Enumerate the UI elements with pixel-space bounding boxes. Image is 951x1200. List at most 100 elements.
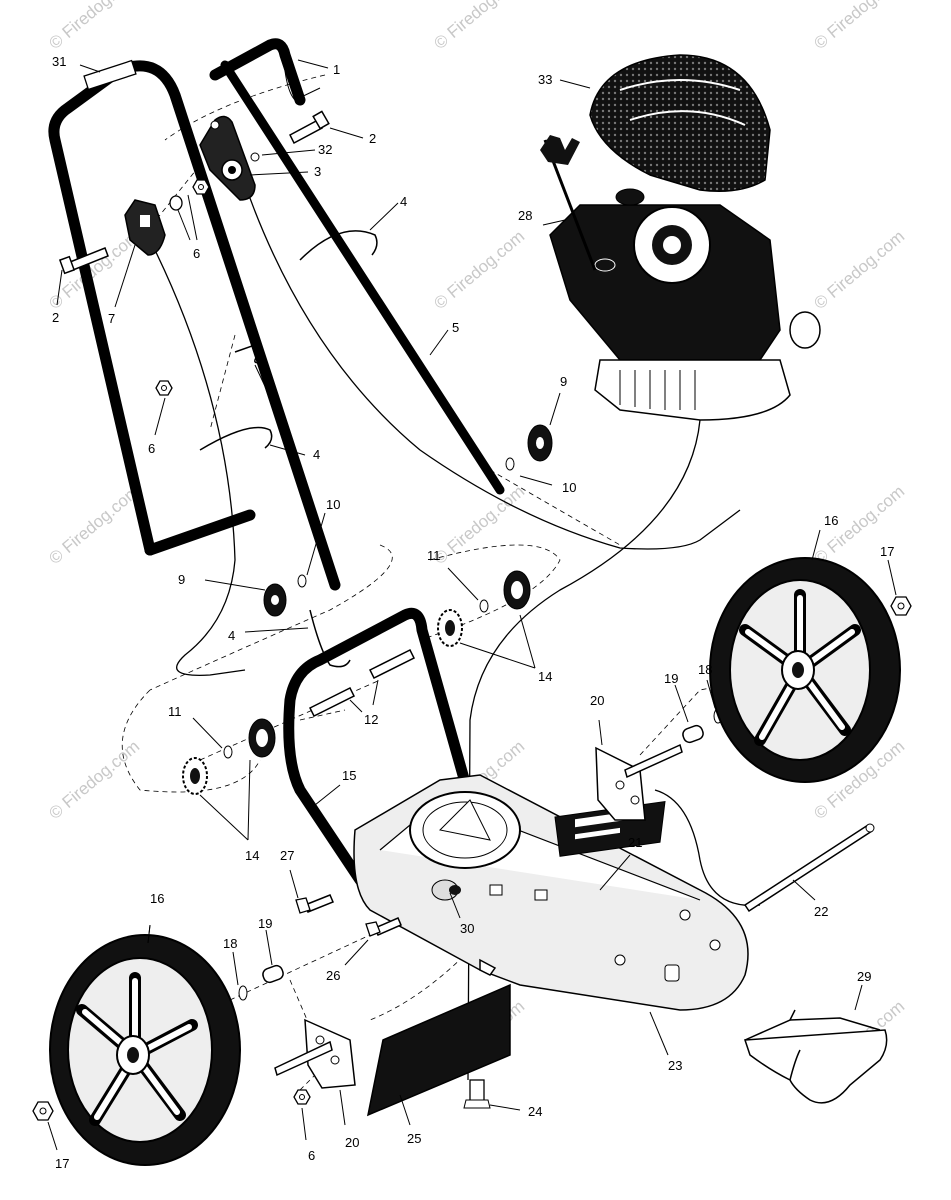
callout-18: 18 bbox=[698, 662, 712, 677]
handle-front-bar bbox=[209, 38, 306, 106]
wheel-nut bbox=[32, 1101, 54, 1121]
callout-17: 17 bbox=[880, 544, 894, 559]
engine-cover bbox=[589, 54, 771, 192]
wheel-gear bbox=[263, 583, 287, 617]
drive-gear bbox=[182, 757, 208, 795]
callout-19: 19 bbox=[664, 671, 678, 686]
hex-bolt bbox=[295, 894, 334, 914]
cable-clip bbox=[199, 426, 273, 451]
callout-30: 30 bbox=[460, 921, 474, 936]
leader-lines bbox=[47, 59, 897, 1151]
carriage-bolt bbox=[308, 686, 356, 718]
callout-21: 21 bbox=[628, 835, 642, 850]
callout-27: 27 bbox=[280, 848, 294, 863]
callout-9: 9 bbox=[178, 572, 185, 587]
drive-pinion bbox=[503, 570, 531, 610]
washer bbox=[297, 574, 307, 588]
hex-bolt bbox=[365, 917, 402, 937]
watermark: © Firedog.com bbox=[430, 227, 528, 313]
wheel-gear bbox=[527, 424, 553, 462]
control-lever bbox=[124, 199, 166, 256]
callout-16: 16 bbox=[824, 513, 838, 528]
callouts: 1 2 2 3 4 4 4 5 6 6 6 7 8 9 9 10 10 11 1… bbox=[52, 54, 894, 1171]
mower-deck bbox=[353, 774, 749, 1011]
throttle-control-bracket bbox=[199, 115, 256, 201]
carriage-bolt bbox=[368, 648, 416, 680]
callout-11: 11 bbox=[168, 704, 182, 719]
callout-20: 20 bbox=[590, 693, 604, 708]
callout-1: 1 bbox=[333, 62, 340, 77]
callout-2: 2 bbox=[52, 310, 59, 325]
callout-9: 9 bbox=[560, 374, 567, 389]
throttle-cable bbox=[239, 169, 741, 550]
watermark: © Firedog.com bbox=[810, 0, 908, 53]
axle-plate bbox=[595, 743, 683, 821]
callout-4: 4 bbox=[313, 447, 320, 462]
wheel bbox=[49, 934, 241, 1166]
debris-flap bbox=[366, 983, 511, 1117]
callout-8: 8 bbox=[273, 402, 280, 417]
warning-label bbox=[83, 59, 137, 91]
hex-nut bbox=[155, 380, 173, 396]
hex-nut bbox=[169, 195, 183, 211]
hex-bolt bbox=[58, 247, 109, 275]
callout-22: 22 bbox=[814, 904, 828, 919]
height-knob bbox=[449, 885, 461, 895]
callout-5: 5 bbox=[452, 320, 459, 335]
drive-gear bbox=[437, 609, 463, 647]
watermark: © Firedog.com bbox=[45, 0, 143, 53]
engine bbox=[540, 135, 821, 421]
blade-bolt bbox=[463, 1079, 491, 1109]
cable-clip bbox=[299, 230, 378, 261]
watermark: © Firedog.com bbox=[45, 482, 143, 568]
control-cable bbox=[149, 239, 246, 676]
axle-plate bbox=[274, 1018, 356, 1089]
callout-4: 4 bbox=[228, 628, 235, 643]
cable-rod bbox=[220, 60, 505, 495]
callout-20: 20 bbox=[345, 1135, 359, 1150]
callout-31: 31 bbox=[52, 54, 66, 69]
washer bbox=[238, 985, 248, 1001]
callout-19: 19 bbox=[258, 916, 272, 931]
callout-11: 11 bbox=[427, 548, 441, 563]
callout-14: 14 bbox=[538, 669, 552, 684]
callout-7: 7 bbox=[108, 311, 115, 326]
callout-10: 10 bbox=[326, 497, 340, 512]
drive-pinion bbox=[248, 718, 276, 758]
callout-6: 6 bbox=[148, 441, 155, 456]
hex-bolt bbox=[289, 110, 330, 145]
callout-6: 6 bbox=[308, 1148, 315, 1163]
watermark: © Firedog.com bbox=[45, 737, 143, 823]
callout-2: 2 bbox=[369, 131, 376, 146]
axle-rod bbox=[743, 823, 874, 913]
callout-12: 12 bbox=[364, 712, 378, 727]
hex-nut bbox=[192, 179, 210, 195]
washer bbox=[505, 457, 515, 471]
callout-26: 26 bbox=[326, 968, 340, 983]
wheel-spacer bbox=[682, 724, 704, 744]
callout-33: 33 bbox=[538, 72, 552, 87]
callout-18: 18 bbox=[223, 936, 237, 951]
callout-32: 32 bbox=[318, 142, 332, 157]
callout-17: 17 bbox=[55, 1156, 69, 1171]
callout-29: 29 bbox=[857, 969, 871, 984]
callout-28: 28 bbox=[518, 208, 532, 223]
callout-10: 10 bbox=[562, 480, 576, 495]
callout-4: 4 bbox=[400, 194, 407, 209]
safety-glasses bbox=[743, 1009, 888, 1104]
wheel-spacer bbox=[262, 964, 284, 984]
wheel bbox=[709, 557, 901, 783]
callout-3: 3 bbox=[314, 164, 321, 179]
lower-handle bbox=[283, 607, 476, 886]
callout-24: 24 bbox=[528, 1104, 542, 1119]
upper-handle bbox=[48, 60, 341, 591]
watermark: © Firedog.com bbox=[810, 227, 908, 313]
hex-nut bbox=[293, 1089, 311, 1105]
lock-washer bbox=[250, 152, 260, 162]
watermark: © Firedog.com bbox=[430, 0, 528, 53]
watermark: © Firedog.com bbox=[430, 482, 528, 568]
callout-16: 16 bbox=[150, 891, 164, 906]
callout-23: 23 bbox=[668, 1058, 682, 1073]
wheel-nut bbox=[890, 596, 912, 616]
